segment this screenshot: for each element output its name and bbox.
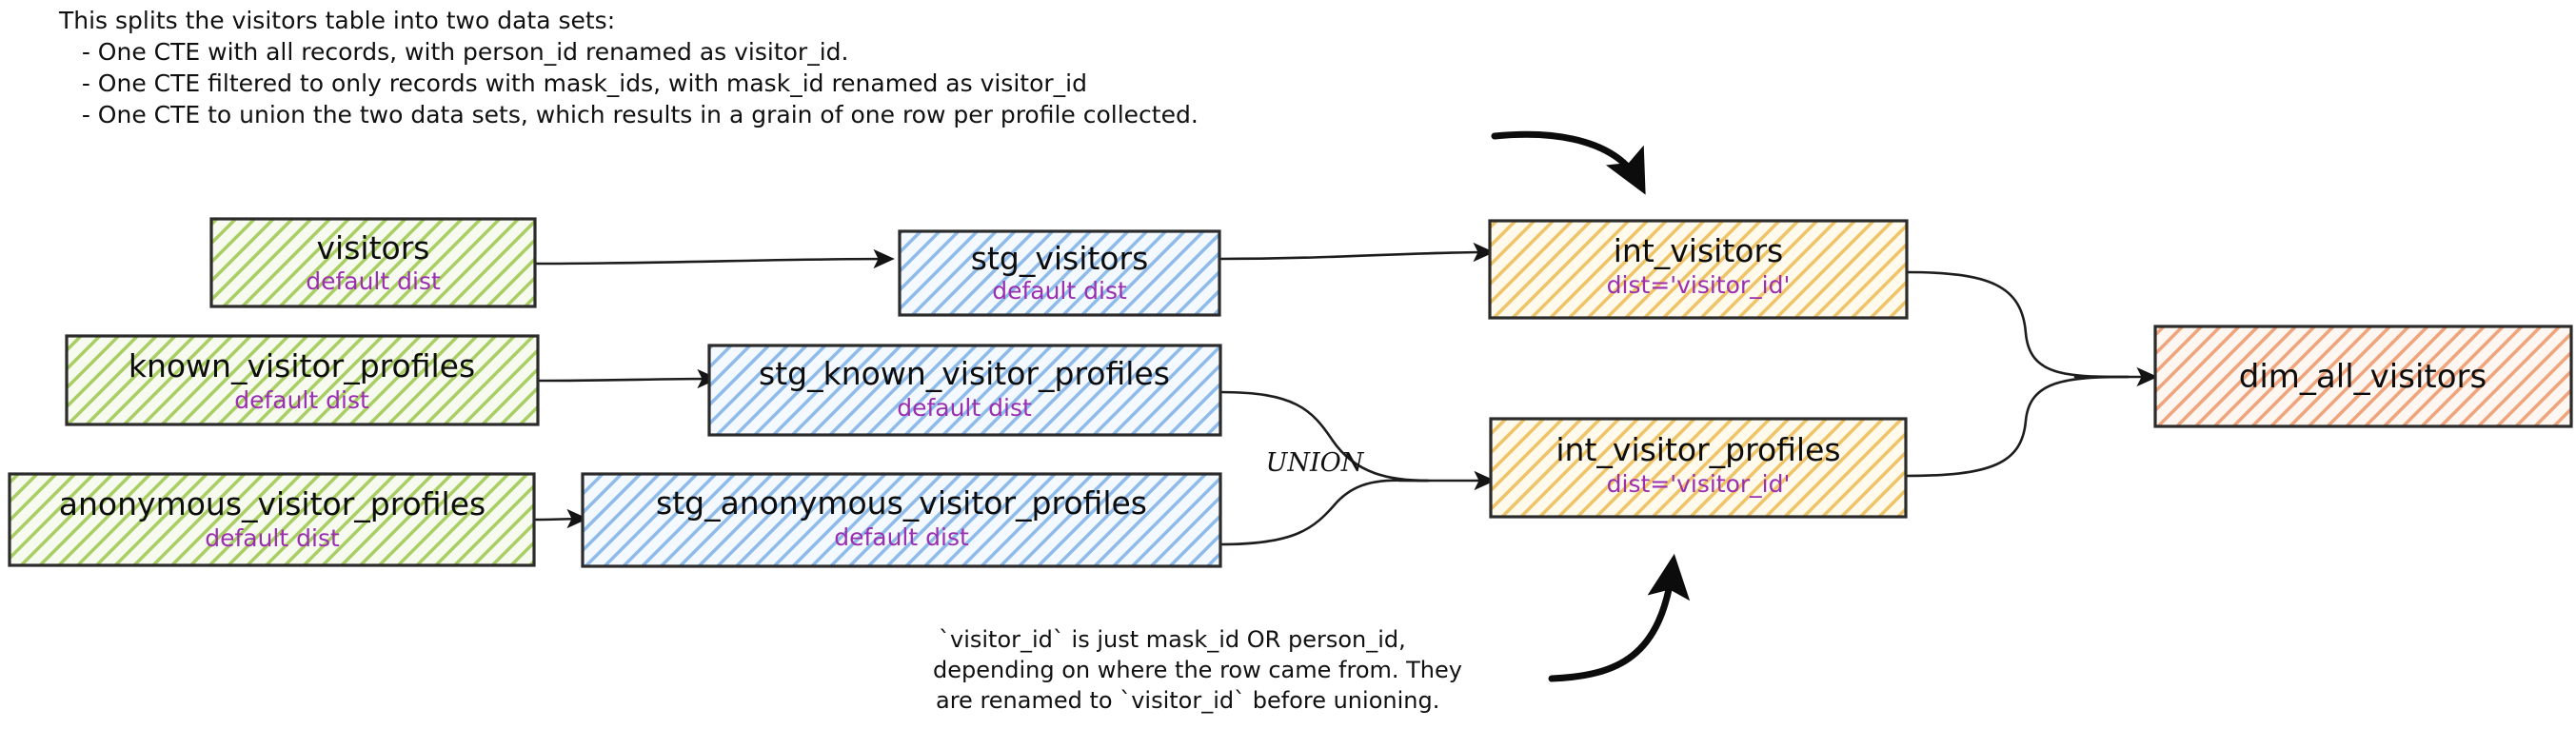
node-visitors[interactable]: visitors default dist [209,217,537,308]
node-dim_all_visitors-title: dim_all_visitors [2239,358,2487,396]
node-stg_visitors-title: stg_visitors [971,240,1149,277]
edge-stg_visitors-to-int_visitors [1218,242,1495,263]
bottom-note-line-1: `visitor_id` is just mask_id OR person_i… [939,626,1406,653]
edge-stg_anonymous-to-int_visitor_profiles [1219,479,1430,546]
node-stg_anonymous_visitor_profiles[interactable]: stg_anonymous_visitor_profiles default d… [581,472,1222,568]
node-stg_anonymous_visitor_profiles-title: stg_anonymous_visitor_profiles [656,484,1147,522]
edges [532,242,2158,546]
node-int_visitors-title: int_visitors [1614,232,1783,269]
node-known_visitor_profiles-subtitle: default dist [234,386,369,414]
annotation-arrow-bottom [1548,553,1691,682]
node-int_visitors-subtitle: dist='visitor_id' [1607,271,1791,299]
node-int_visitor_profiles[interactable]: int_visitor_profiles dist='visitor_id' [1489,417,1908,519]
edge-int_visitor_profiles-to-dim_all_visitors [1904,375,2130,478]
bottom-note-line-2: depending on where the row came from. Th… [933,657,1462,683]
bottom-annotation: `visitor_id` is just mask_id OR person_i… [933,626,1462,714]
node-anonymous_visitor_profiles[interactable]: anonymous_visitor_profiles default dist [8,472,536,567]
node-stg_known_visitor_profiles[interactable]: stg_known_visitor_profiles default dist [707,344,1222,437]
node-stg_known_visitor_profiles-title: stg_known_visitor_profiles [759,355,1170,392]
node-anonymous_visitor_profiles-subtitle: default dist [205,524,340,552]
node-anonymous_visitor_profiles-title: anonymous_visitor_profiles [59,485,485,522]
node-visitors-subtitle: default dist [306,267,441,295]
top-note-line-4: - One CTE to union the two data sets, wh… [59,101,1199,128]
union-label: UNION [1266,448,1365,478]
edge-visitors-to-stg_visitors [534,248,895,269]
top-note-line-1: This splits the visitors table into two … [58,7,615,34]
node-stg_anonymous_visitor_profiles-subtitle: default dist [834,523,969,551]
top-note-line-2: - One CTE with all records, with person_… [59,38,848,66]
node-known_visitor_profiles[interactable]: known_visitor_profiles default dist [65,334,540,426]
top-note-line-3: - One CTE filtered to only records with … [59,69,1087,97]
node-stg_visitors[interactable]: stg_visitors default dist [898,229,1221,317]
node-int_visitors[interactable]: int_visitors dist='visitor_id' [1488,219,1909,320]
edge-stg_known-to-int_visitor_profiles [1219,390,1430,483]
node-dim_all_visitors[interactable]: dim_all_visitors [2153,325,2573,428]
node-visitors-title: visitors [317,229,430,266]
bottom-note-line-3: are renamed to `visitor_id` before union… [936,687,1439,714]
edge-known-to-stg_known [536,368,719,389]
top-annotation: This splits the visitors table into two … [58,7,1199,128]
node-stg_visitors-subtitle: default dist [992,277,1127,305]
node-int_visitor_profiles-title: int_visitor_profiles [1556,431,1840,468]
node-stg_known_visitor_profiles-subtitle: default dist [897,394,1032,422]
edge-anonymous-to-stg_anonymous [532,508,588,529]
node-known_visitor_profiles-title: known_visitor_profiles [129,347,475,384]
annotation-arrow-top [1491,130,1646,195]
edge-int_visitors-to-dim_all_visitors [1905,270,2130,379]
node-int_visitor_profiles-subtitle: dist='visitor_id' [1607,470,1791,498]
